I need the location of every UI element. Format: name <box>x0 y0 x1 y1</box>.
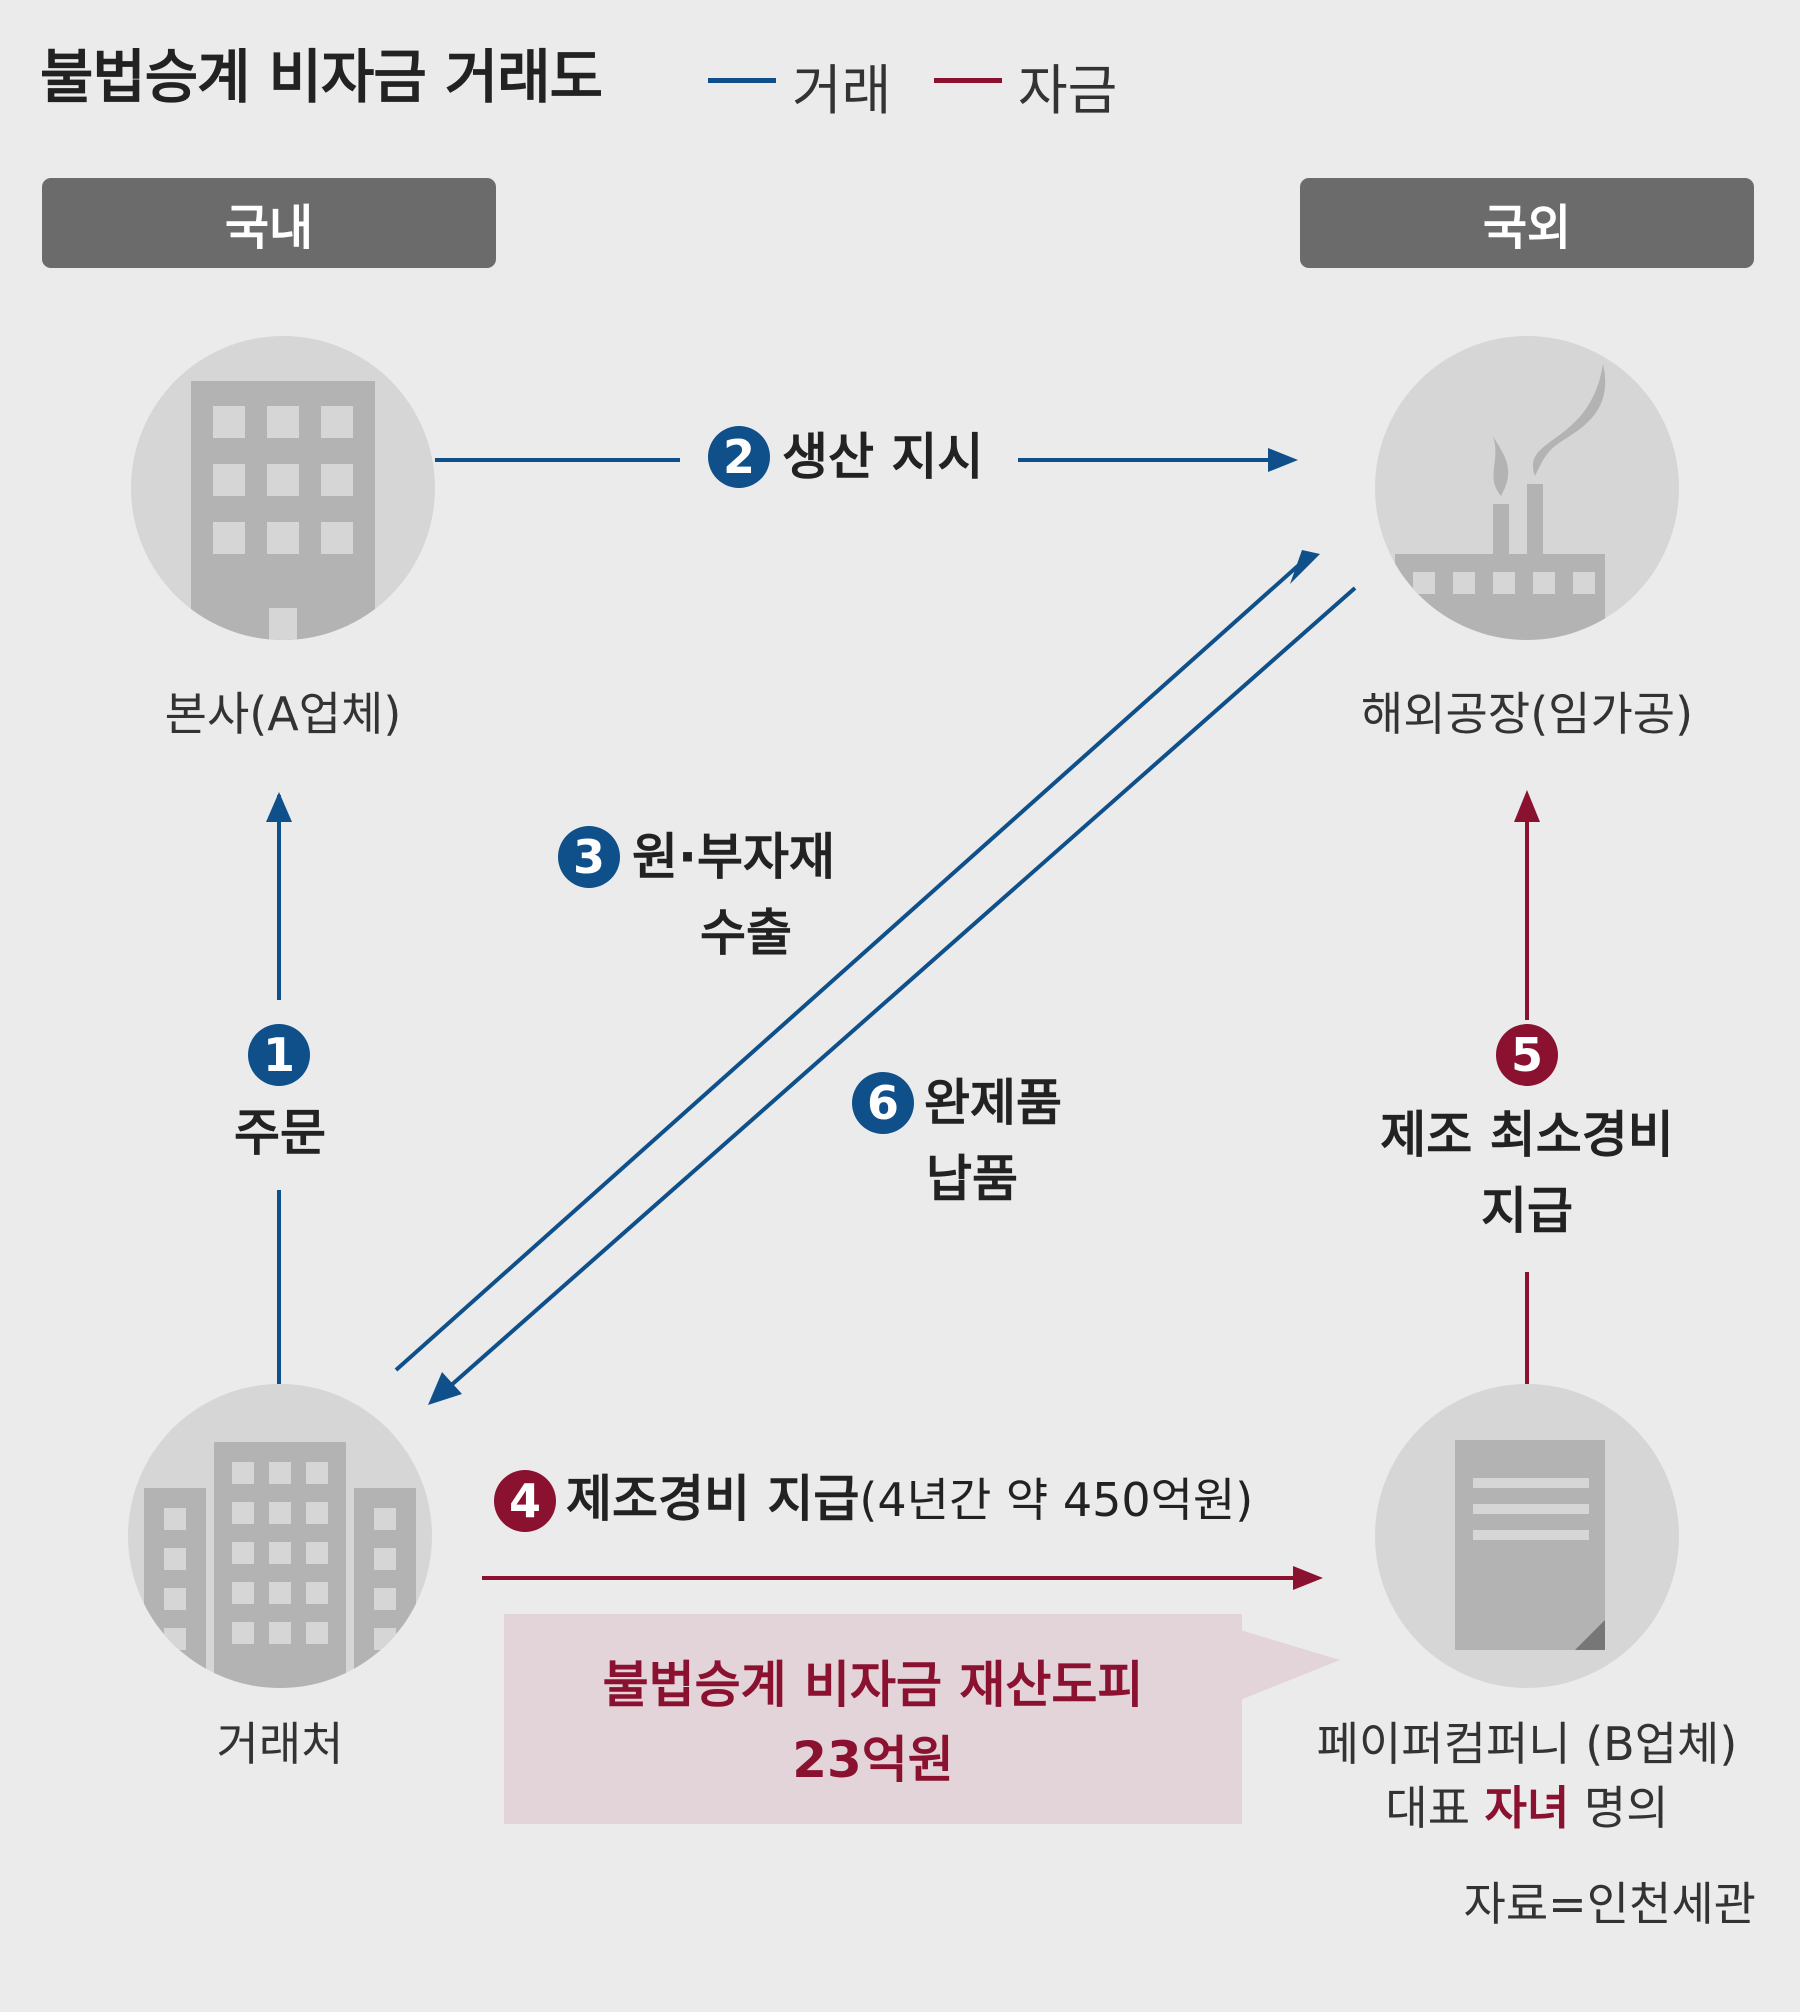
callout-box <box>504 1614 1242 1824</box>
step-5-line1: 제조 최소경비 <box>1380 1106 1674 1164</box>
city-buildings-icon <box>144 1442 416 1688</box>
step-5-line2: 지급 <box>1481 1182 1573 1240</box>
office-building-icon <box>191 381 375 640</box>
page-title: 불법승계 비자금 거래도 <box>40 43 603 111</box>
step-4-main: 제조경비 지급 <box>566 1470 860 1528</box>
step-1-badge: 1 <box>248 1024 310 1086</box>
source-note: 자료=인천세관 <box>1463 1877 1756 1931</box>
step-6-line2: 납품 <box>926 1150 1018 1208</box>
legend-trade-line <box>708 78 776 83</box>
paper-company-owner-post: 명의 <box>1569 1781 1669 1835</box>
legend-fund-line <box>934 78 1002 83</box>
hq-label: 본사(A업체) <box>164 687 402 741</box>
callout-pointer <box>1240 1630 1340 1700</box>
step-6-badge: 6 <box>852 1072 914 1134</box>
step-2-text: 생산 지시 <box>782 428 984 486</box>
callout-text: 불법승계 비자금 재산도피 23억원 <box>504 1648 1242 1798</box>
arrow-min-fund-head <box>1514 790 1540 822</box>
step-4-text: 제조경비 지급(4년간 약 450억원) <box>566 1462 1253 1537</box>
legend-trade-label: 거래 <box>792 59 892 122</box>
arrow-materials-head <box>1290 550 1320 584</box>
paper-company-node <box>1375 1384 1679 1688</box>
step-2-badge: 2 <box>708 426 770 488</box>
callout-line1: 불법승계 비자금 재산도피 <box>602 1656 1144 1714</box>
arrow-fund-payment-head <box>1293 1566 1323 1590</box>
region-overseas: 국외 <box>1300 178 1754 268</box>
paper-company-owner-pre: 대표 <box>1385 1781 1485 1835</box>
callout-line2: 23억원 <box>792 1731 954 1789</box>
paper-company-owner-accent: 자녀 <box>1484 1781 1570 1835</box>
step-3-badge: 3 <box>558 826 620 888</box>
arrow-order-head <box>266 792 292 822</box>
paper-company-label-line2: 대표 자녀 명의 <box>1300 1772 1754 1838</box>
step-3-line2: 수출 <box>700 904 792 962</box>
arrow-delivery <box>446 586 1357 1390</box>
region-domestic: 국내 <box>42 178 496 268</box>
arrow-delivery-head <box>428 1372 462 1405</box>
step-5-badge: 5 <box>1496 1024 1558 1086</box>
arrow-materials <box>394 562 1302 1372</box>
step-4-badge: 4 <box>494 1470 556 1532</box>
step-3-line1: 원·부자재 <box>632 828 835 886</box>
factory-node <box>1375 336 1679 640</box>
paper-company-label-line1: 페이퍼컴퍼니 (B업체) <box>1316 1717 1738 1771</box>
hq-node <box>131 336 435 640</box>
factory-icon <box>1395 364 1606 640</box>
client-label: 거래처 <box>216 1717 344 1771</box>
step-4-sub: (4년간 약 450억원) <box>859 1473 1254 1527</box>
factory-label: 해외공장(임가공) <box>1360 687 1694 741</box>
client-node <box>128 1384 432 1688</box>
legend-fund-label: 자금 <box>1018 59 1118 122</box>
step-6-line1: 완제품 <box>924 1074 1062 1132</box>
arrow-production-head <box>1268 448 1298 472</box>
step-1-text: 주문 <box>234 1104 326 1162</box>
document-icon <box>1455 1440 1605 1650</box>
